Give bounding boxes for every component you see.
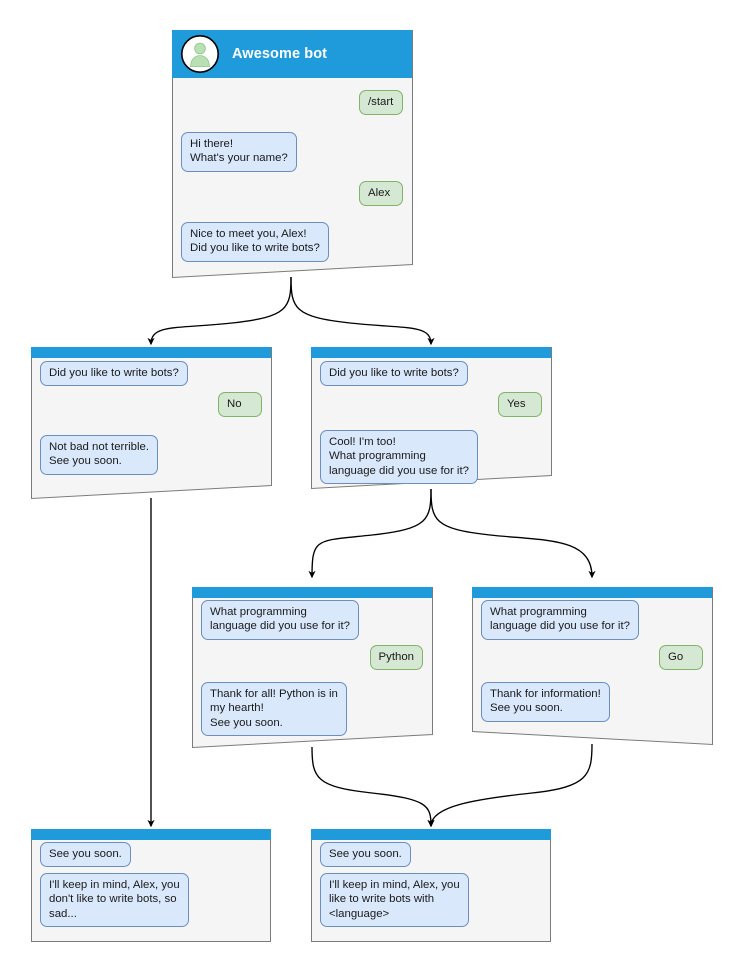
message-row: What programming language did you use fo… xyxy=(201,600,423,640)
message-row: Not bad not terrible. See you soon. xyxy=(40,435,262,475)
window-titlebar: Awesome bot xyxy=(172,30,412,78)
bot-name-label: Awesome bot xyxy=(232,46,328,62)
bot-message-bubble: What programming language did you use fo… xyxy=(481,600,639,640)
window-titlebar xyxy=(311,829,551,840)
node-ending-yes-window[interactable]: See you soon. I'll keep in mind, Alex, y… xyxy=(311,829,551,942)
node-answer-python-window[interactable]: What programming language did you use fo… xyxy=(192,587,433,749)
message-row: No xyxy=(40,392,262,418)
message-row: Did you like to write bots? xyxy=(320,361,542,387)
edge-yes-to-python xyxy=(308,488,432,579)
message-row: I'll keep in mind, Alex, you like to wri… xyxy=(320,873,542,928)
edge-root-to-yes xyxy=(290,276,435,346)
message-row: Thank for information! See you soon. xyxy=(481,682,703,722)
message-row: /start xyxy=(181,90,403,116)
message-row: See you soon. xyxy=(40,842,262,868)
person-avatar-icon xyxy=(180,34,220,74)
bot-message-bubble: Nice to meet you, Alex! Did you like to … xyxy=(181,222,329,262)
message-row: Go xyxy=(481,645,703,671)
bot-message-bubble: Cool! I'm too! What programming language… xyxy=(320,430,478,485)
edge-yes-to-go xyxy=(430,488,596,579)
message-row: Nice to meet you, Alex! Did you like to … xyxy=(181,222,403,262)
node-answer-no-window[interactable]: Did you like to write bots? No Not bad n… xyxy=(31,347,272,500)
user-message-bubble: Alex xyxy=(359,181,403,207)
edge-root-to-no xyxy=(147,276,292,346)
user-message-bubble: Python xyxy=(369,645,423,671)
bot-message-bubble: Hi there! What's your name? xyxy=(181,132,297,172)
node-answer-go-window[interactable]: What programming language did you use fo… xyxy=(472,587,713,746)
bot-message-bubble: Did you like to write bots? xyxy=(320,361,468,387)
message-row: Alex xyxy=(181,181,403,207)
bot-message-bubble: Thank for all! Python is in my hearth! S… xyxy=(201,682,347,737)
bot-message-bubble: I'll keep in mind, Alex, you like to wri… xyxy=(320,873,469,928)
message-row: See you soon. xyxy=(320,842,542,868)
window-titlebar xyxy=(31,829,271,840)
bot-message-bubble: What programming language did you use fo… xyxy=(201,600,359,640)
message-row: Thank for all! Python is in my hearth! S… xyxy=(201,682,423,737)
bot-message-bubble: Did you like to write bots? xyxy=(40,361,188,387)
edge-go-to-end-yes xyxy=(427,743,593,828)
bot-message-bubble: Not bad not terrible. See you soon. xyxy=(40,435,159,475)
window-titlebar xyxy=(31,347,271,358)
window-titlebar xyxy=(192,587,432,598)
window-titlebar xyxy=(311,347,551,358)
user-message-bubble: Yes xyxy=(498,392,542,418)
bot-message-bubble: I'll keep in mind, Alex, you don't like … xyxy=(40,873,189,928)
message-row: I'll keep in mind, Alex, you don't like … xyxy=(40,873,262,928)
bot-message-bubble: See you soon. xyxy=(40,842,131,868)
node-answer-yes-window[interactable]: Did you like to write bots? Yes Cool! I'… xyxy=(311,347,552,490)
bot-message-bubble: See you soon. xyxy=(320,842,411,868)
user-message-bubble: /start xyxy=(359,90,403,116)
user-message-bubble: Go xyxy=(659,645,703,671)
message-row: Python xyxy=(201,645,423,671)
message-row: Hi there! What's your name? xyxy=(181,132,403,172)
node-start-window[interactable]: Awesome bot /start Hi there! What's your… xyxy=(172,30,413,279)
edge-python-to-end-yes xyxy=(311,746,435,828)
message-row: Cool! I'm too! What programming language… xyxy=(320,430,542,485)
message-row: Did you like to write bots? xyxy=(40,361,262,387)
user-message-bubble: No xyxy=(218,392,262,418)
message-row: What programming language did you use fo… xyxy=(481,600,703,640)
message-row: Yes xyxy=(320,392,542,418)
window-titlebar xyxy=(472,587,712,598)
node-ending-no-window[interactable]: See you soon. I'll keep in mind, Alex, y… xyxy=(31,829,271,942)
bot-message-bubble: Thank for information! See you soon. xyxy=(481,682,610,722)
